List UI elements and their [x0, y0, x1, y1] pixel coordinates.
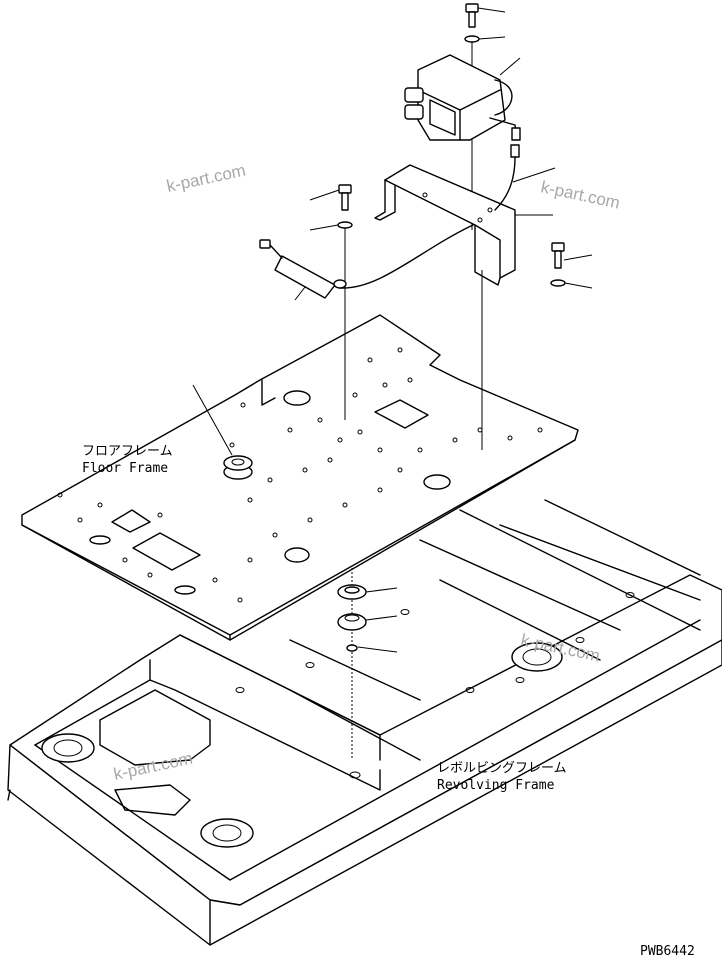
floor-holes — [57, 347, 543, 603]
revolving-frame — [7, 499, 722, 946]
revolving-frame-label-jp: レボルビングフレーム — [437, 761, 567, 776]
watermark-1: k-part.com — [165, 161, 247, 196]
drawing-code: PWB6442 — [640, 944, 695, 959]
revolving-frame-label-en: Revolving Frame — [437, 778, 555, 793]
switch-cable — [259, 224, 474, 301]
bracket — [374, 164, 553, 286]
fasteners — [309, 3, 593, 289]
floor-frame — [21, 314, 579, 641]
watermark-2: k-part.com — [539, 177, 621, 212]
floor-frame-label-jp: フロアフレーム — [82, 444, 173, 459]
floor-frame-label-en: Floor Frame — [82, 461, 168, 476]
lamp-unit — [404, 54, 556, 211]
